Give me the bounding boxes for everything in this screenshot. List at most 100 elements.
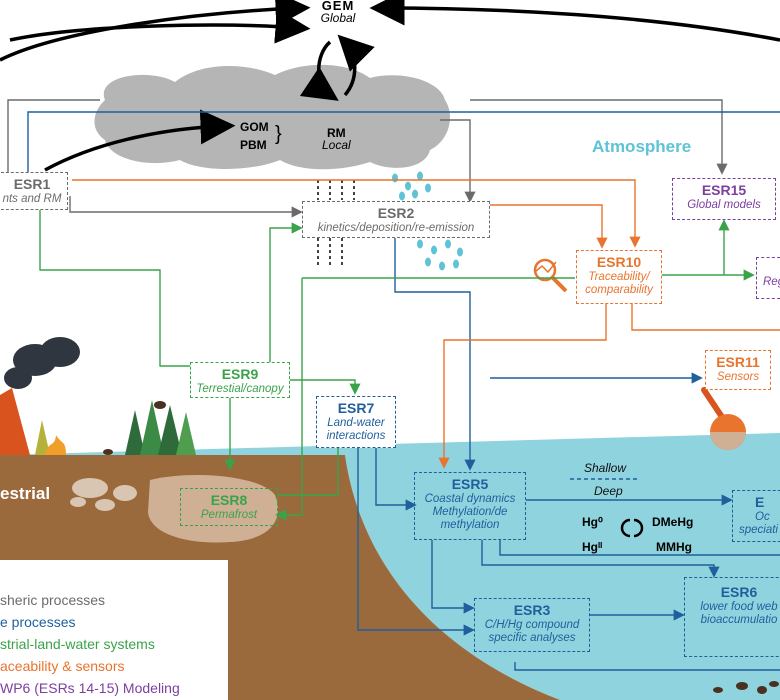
blue-link-7: [357, 428, 475, 636]
box-regional-models[interactable]: Reg: [756, 257, 780, 299]
box-esr7[interactable]: ESR7 Land-water interactions: [316, 396, 396, 448]
box-esr9[interactable]: ESR9 Terrestial/canopy: [190, 362, 290, 398]
gom-label: GOM: [240, 120, 269, 134]
hgii-label: Hgᴵᴵ: [582, 540, 603, 554]
esr9-title: ESR9: [221, 366, 259, 382]
esr7-subtitle-1: Land-water: [327, 417, 385, 429]
legend-item: e processes: [0, 614, 76, 630]
orange-link-1: [72, 179, 641, 248]
box-esr2[interactable]: ESR2 kinetics/deposition/re-emission: [302, 201, 490, 238]
esr5-title: ESR5: [451, 476, 489, 492]
cycle-arrows: [620, 518, 644, 538]
legend-item: strial-land-water systems: [0, 636, 155, 652]
esr11-title: ESR11: [716, 354, 760, 370]
box-esr-ocean[interactable]: E Oc speciati: [732, 490, 780, 542]
volcano: [0, 388, 30, 455]
terrestrial-label: estrial: [0, 484, 51, 503]
esr10-title: ESR10: [596, 254, 642, 270]
sampler-device: [701, 387, 746, 450]
box-esr6[interactable]: ESR6 lower food web bioaccumulatio: [684, 577, 780, 657]
forest: [35, 400, 196, 455]
smoke-cloud: [4, 337, 80, 389]
dmehg-label: DMeHg: [652, 515, 694, 529]
legend-item: sheric processes: [0, 592, 106, 608]
fire: [45, 435, 66, 455]
esr2-title: ESR2: [377, 205, 415, 221]
esr8-title: ESR8: [210, 492, 248, 508]
esr5-subtitle-2: Methylation/de: [432, 506, 508, 518]
esr5-subtitle-1: Coastal dynamics: [424, 493, 516, 505]
atmosphere-label: Atmosphere: [592, 137, 692, 156]
orange-link-4: [631, 304, 780, 331]
blue-link-5: [481, 540, 720, 578]
box-esr15[interactable]: ESR15 Global models: [672, 178, 776, 220]
hg0-label: Hg⁰: [582, 515, 603, 529]
blue-link-2: [394, 238, 476, 471]
esr8-subtitle: Permafrost: [200, 509, 258, 521]
box-esr10[interactable]: ESR10 Traceability/ comparability: [576, 250, 662, 304]
ocean-title: E: [755, 494, 765, 510]
box-esr3[interactable]: ESR3 C/H/Hg compound specific analyses: [474, 598, 590, 652]
esr11-subtitle: Sensors: [716, 371, 760, 383]
esr9-subtitle: Terrestial/canopy: [196, 383, 284, 395]
legend-item: aceability & sensors: [0, 658, 125, 674]
blue-link-9: [514, 662, 780, 671]
gray-link-4: [69, 196, 303, 218]
orange-link-3: [438, 304, 607, 469]
deep-label: Deep: [594, 484, 623, 498]
legend-panel: [0, 560, 228, 700]
esr15-subtitle: Global models: [687, 199, 761, 211]
ocean-subtitle-1: Oc: [755, 511, 770, 523]
gem-subtitle: Global: [320, 11, 356, 25]
esr5-subtitle-3: methylation: [440, 519, 500, 531]
deposition-lines: [317, 180, 355, 268]
gem-title: GEM: [321, 0, 355, 13]
rm-subtitle: Local: [322, 138, 351, 152]
green-link-9: [278, 440, 339, 496]
esr2-subtitle: kinetics/deposition/re-emission: [317, 222, 475, 234]
blue-link-11: [499, 540, 780, 556]
stones: [70, 478, 137, 511]
box-esr5[interactable]: ESR5 Coastal dynamics Methylation/de met…: [414, 472, 526, 540]
blue-link-8: [375, 428, 417, 511]
esr6-subtitle-1: lower food web: [700, 601, 778, 613]
gray-link-1: [7, 99, 100, 175]
magnifier-icon: [533, 258, 568, 293]
green-link-4: [290, 379, 361, 395]
green-link-5: [275, 278, 303, 521]
box-esr11[interactable]: ESR11 Sensors: [705, 350, 771, 390]
esr3-title: ESR3: [513, 602, 551, 618]
rm-title: RM: [327, 126, 346, 140]
esr1-subtitle: nts and RM: [2, 193, 62, 205]
esr7-subtitle-2: interactions: [326, 430, 386, 442]
box-esr1[interactable]: ESR1 nts and RM: [0, 172, 68, 210]
blue-link-4: [431, 540, 475, 614]
orange-link-2: [490, 204, 608, 249]
gray-link-3: [440, 119, 476, 203]
pbm-label: PBM: [240, 138, 267, 152]
box-esr8[interactable]: ESR8 Permafrost: [180, 488, 278, 526]
esr6-title: ESR6: [720, 584, 758, 600]
esr10-subtitle-2: comparability: [585, 284, 653, 296]
cloud-shape: [94, 64, 451, 170]
gray-link-2: [470, 99, 728, 175]
esr3-subtitle-2: specific analyses: [488, 632, 576, 644]
blue-link-1: [27, 111, 780, 175]
ocean-subtitle-2: speciati: [739, 524, 778, 536]
esr10-subtitle-1: Traceability/: [588, 271, 650, 283]
legend-item: WP6 (ESRs 14-15) Modeling: [0, 680, 180, 696]
global-flux-arrows: [0, 0, 780, 172]
esr6-subtitle-2: bioaccumulatio: [700, 614, 778, 626]
wildlife: [103, 401, 779, 694]
shallow-label: Shallow: [584, 461, 627, 475]
esr3-subtitle-1: C/H/Hg compound: [484, 619, 580, 631]
esr7-title: ESR7: [337, 400, 375, 416]
esr1-title: ESR1: [13, 176, 51, 192]
mmhg-label: MMHg: [656, 540, 692, 554]
regional-subtitle: Reg: [763, 276, 780, 288]
green-link-2: [269, 222, 303, 366]
brace-icon: }: [275, 123, 282, 145]
esr15-title: ESR15: [701, 182, 747, 198]
